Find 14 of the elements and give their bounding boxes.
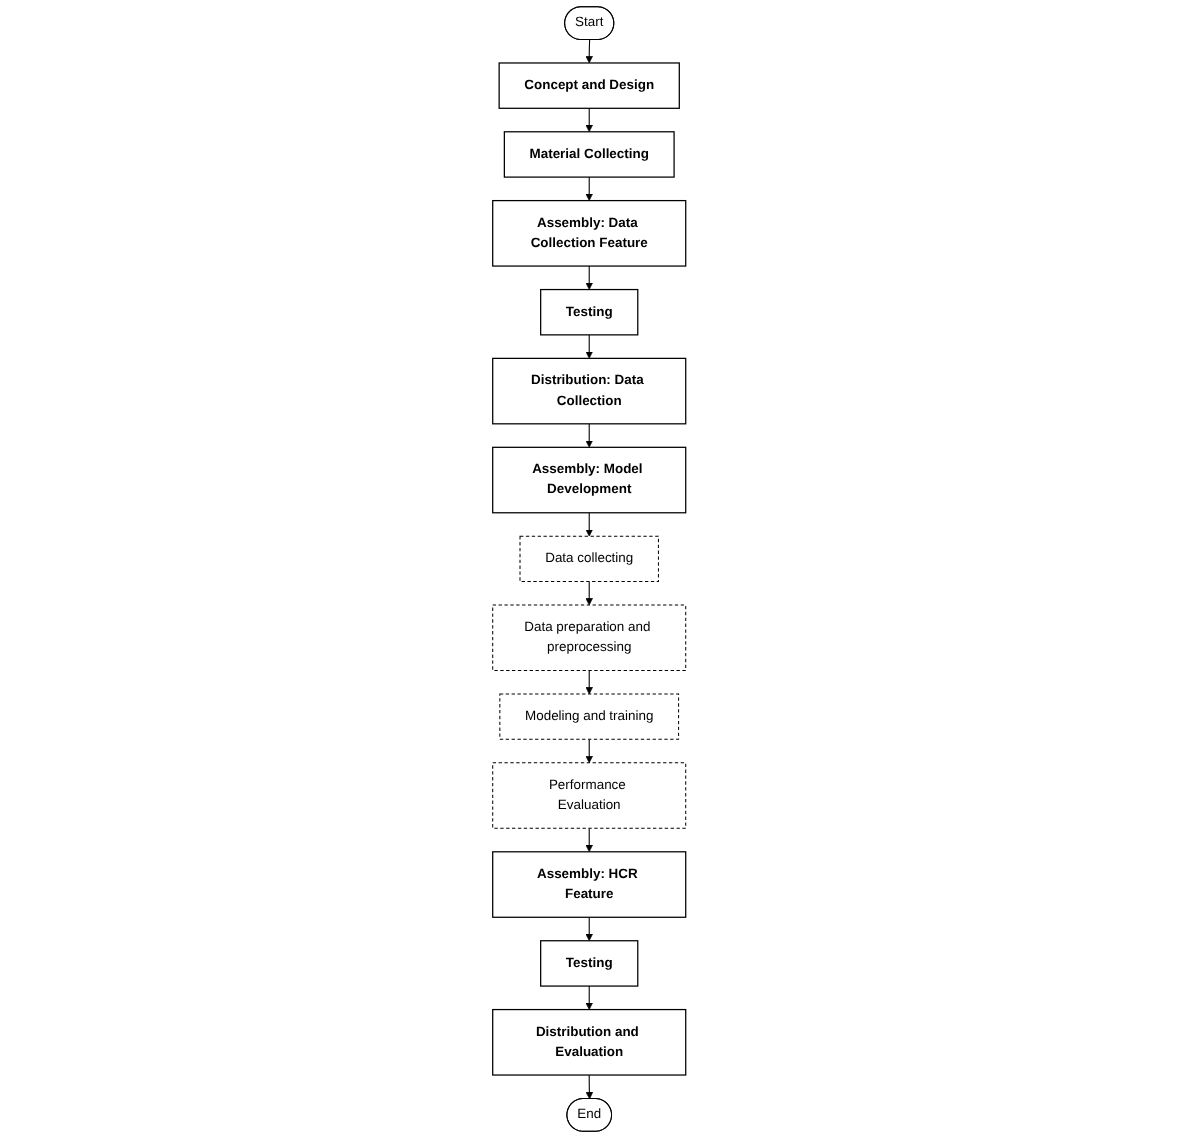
arrow: [585, 107, 593, 133]
arrow: [585, 985, 593, 1010]
arrow: [585, 1074, 593, 1100]
arrow: [585, 738, 593, 764]
arrow: [585, 265, 593, 290]
arrow: [585, 827, 593, 853]
arrow: [585, 670, 593, 695]
arrow: [585, 176, 593, 201]
arrow: [585, 334, 593, 359]
arrow: [585, 39, 593, 64]
arrow: [585, 581, 593, 606]
arrow: [585, 512, 593, 537]
arrow: [585, 423, 593, 448]
arrow: [585, 916, 593, 942]
